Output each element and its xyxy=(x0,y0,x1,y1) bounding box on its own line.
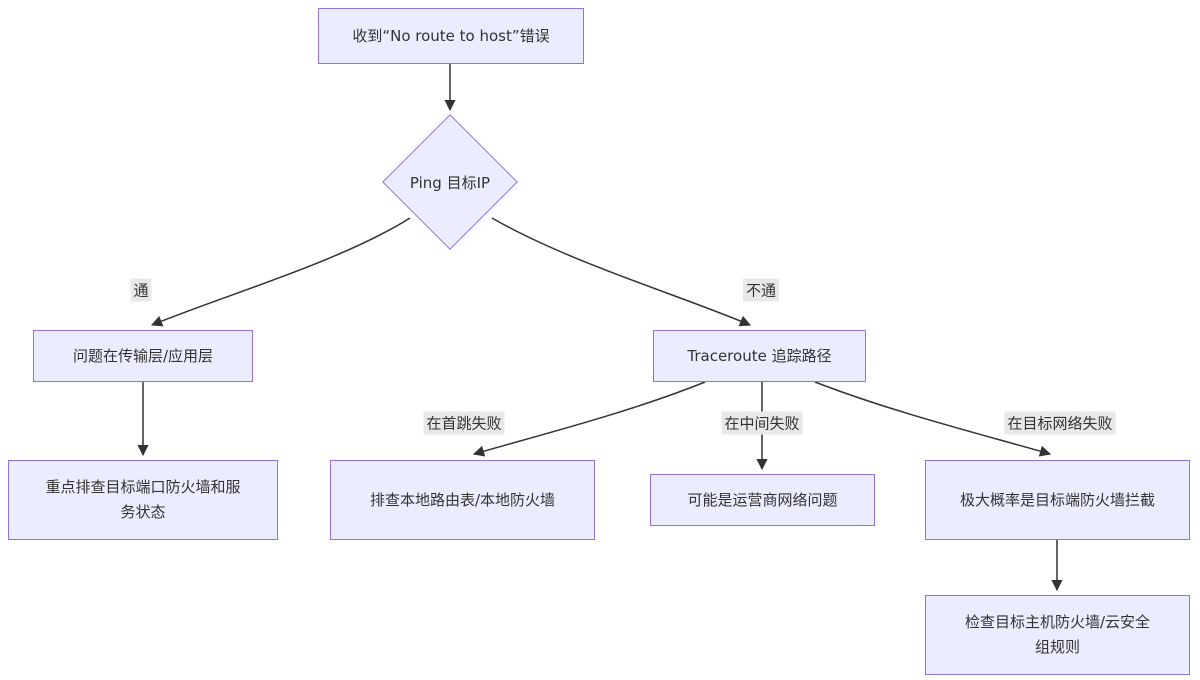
edge-label-pass: 通 xyxy=(130,278,152,302)
node-check-host: 检查目标主机防火墙/云安全组规则 xyxy=(925,595,1190,675)
node-target-firewall: 极大概率是目标端防火墙拦截 xyxy=(925,460,1190,540)
node-local-route: 排查本地路由表/本地防火墙 xyxy=(330,460,595,540)
node-port-firewall-label: 重点排查目标端口防火墙和服务状态 xyxy=(45,478,241,521)
edge-label-target-network: 在目标网络失败 xyxy=(1004,411,1116,435)
node-traceroute-label: Traceroute 追踪路径 xyxy=(687,346,832,365)
node-error-label: 收到“No route to host”错误 xyxy=(352,26,550,45)
node-traceroute: Traceroute 追踪路径 xyxy=(653,330,866,382)
edge-ping-to-transport xyxy=(150,217,411,327)
node-local-route-label: 排查本地路由表/本地防火墙 xyxy=(369,490,556,509)
node-transport-label: 问题在传输层/应用层 xyxy=(72,346,214,365)
node-ping-decision: Ping 目标IP xyxy=(360,170,540,194)
edge-label-fail: 不通 xyxy=(742,278,780,302)
node-isp-issue-label: 可能是运营商网络问题 xyxy=(687,490,838,509)
node-transport-layer: 问题在传输层/应用层 xyxy=(33,330,253,382)
node-check-host-label: 检查目标主机防火墙/云安全组规则 xyxy=(964,613,1151,656)
node-error: 收到“No route to host”错误 xyxy=(318,8,584,64)
edge-ping-to-traceroute xyxy=(491,217,752,327)
node-ping-label: Ping 目标IP xyxy=(409,173,491,192)
edge-label-first-hop: 在首跳失败 xyxy=(423,411,505,435)
node-port-firewall: 重点排查目标端口防火墙和服务状态 xyxy=(8,460,278,540)
edge-traceroute-to-local-route xyxy=(472,381,706,457)
node-target-firewall-label: 极大概率是目标端防火墙拦截 xyxy=(959,490,1155,509)
edge-label-middle: 在中间失败 xyxy=(721,411,803,435)
node-isp-issue: 可能是运营商网络问题 xyxy=(650,474,875,526)
